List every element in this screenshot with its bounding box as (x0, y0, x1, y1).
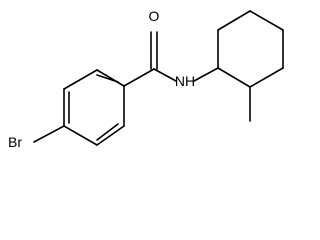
benzene-ring (63, 69, 125, 146)
nitrogen-label: N (175, 73, 185, 89)
ring-bond-1 (96, 69, 125, 87)
cyclohexane-ring (217, 10, 284, 88)
hydrogen-label: H (185, 73, 195, 89)
ring-bond-5-inner (96, 123, 119, 141)
c-br-bond (33, 125, 65, 143)
chemical-structure: O NH Br (8, 8, 284, 150)
cyclohexane-bond-6 (217, 67, 251, 88)
cyclohexane-bond-5 (249, 67, 284, 88)
ring-bond-1-inner (96, 74, 119, 83)
ring-bond-2 (63, 69, 98, 90)
nitrogen-hydrogen-label: NH (175, 73, 195, 89)
cyclohexane-bond-3 (249, 10, 284, 31)
n-cyclohexyl-bond (193, 67, 219, 82)
cyclohexane-bond-2 (217, 10, 251, 31)
ring-to-carbonyl-bond (123, 68, 155, 87)
amide-c-n-bond (153, 68, 177, 82)
oxygen-label: O (149, 8, 160, 24)
ring-bond-4 (63, 125, 98, 146)
ring-bond-5 (96, 125, 125, 146)
bromine-label: Br (8, 134, 22, 150)
